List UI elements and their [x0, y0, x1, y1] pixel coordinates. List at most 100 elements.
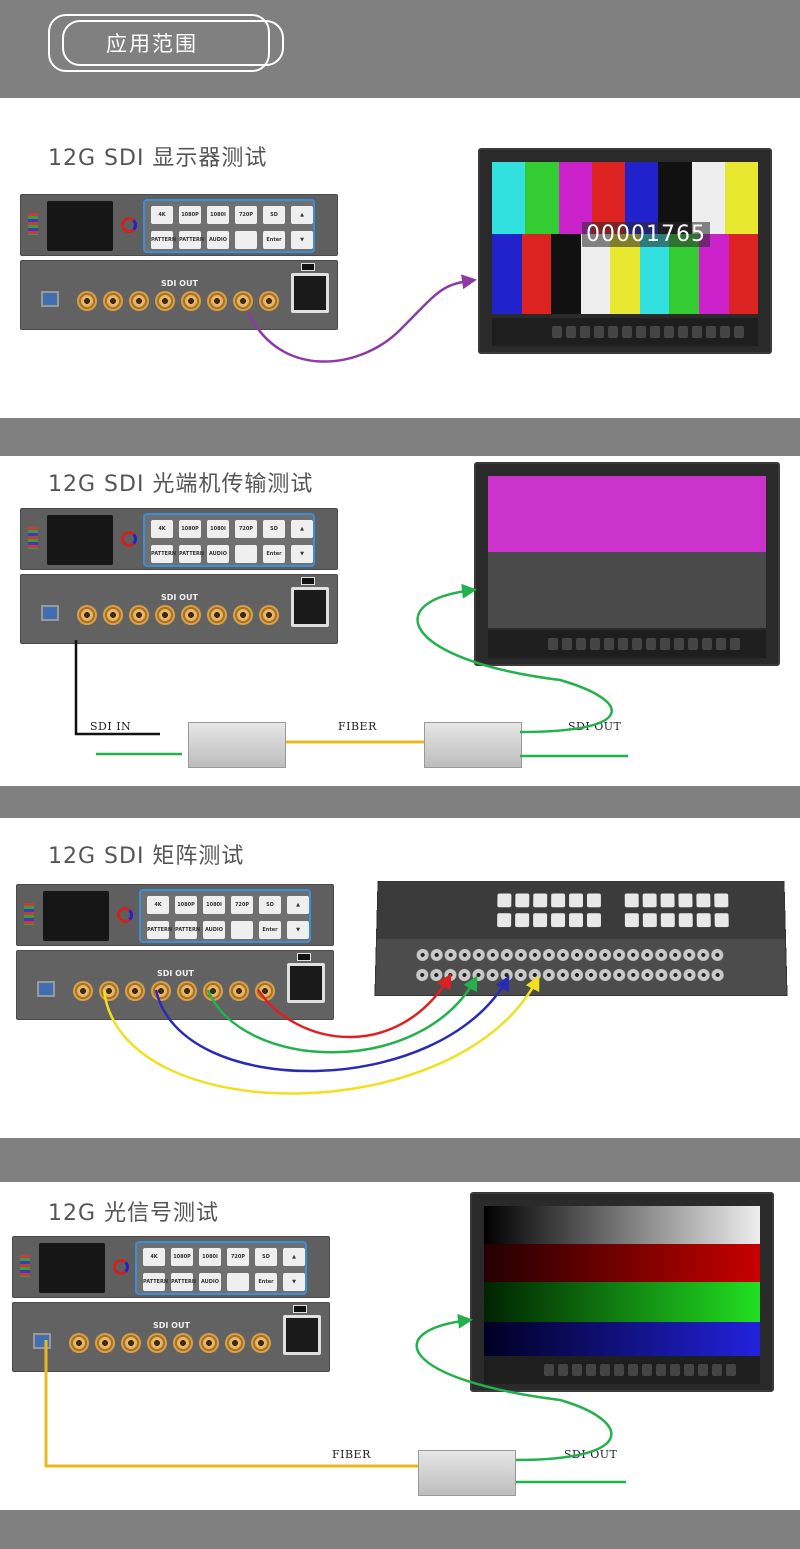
key-arrow[interactable]: ▼	[283, 1273, 305, 1291]
bnc-connector	[73, 981, 93, 1001]
key-720p[interactable]: 720P	[231, 896, 253, 914]
key-1080i[interactable]: 1080I	[207, 520, 229, 538]
monitor-button	[590, 638, 600, 650]
key-pattern[interactable]: PATTERN	[179, 231, 204, 249]
matrix-bnc-connector	[613, 968, 626, 982]
monitor-button	[650, 326, 660, 338]
key-1080i[interactable]: 1080I	[207, 206, 229, 224]
key-pattern[interactable]: PATTERN	[179, 545, 204, 563]
monitor-button	[594, 326, 604, 338]
key-arrow[interactable]: ▼	[287, 921, 309, 939]
matrix-bnc-connector	[514, 948, 527, 961]
bnc-connector	[259, 291, 279, 311]
separator-band-3	[0, 1138, 800, 1182]
monitor-button	[692, 326, 702, 338]
monitor-button	[688, 638, 698, 650]
matrix-key	[624, 913, 639, 928]
monitor-button	[670, 1364, 680, 1376]
key-pattern[interactable]: PATTERN	[143, 1273, 168, 1291]
key-arrow[interactable]: ▲	[291, 520, 313, 538]
bnc-connector	[225, 1333, 245, 1353]
key-arrow[interactable]: ▲	[287, 896, 309, 914]
key-4k[interactable]: 4K	[143, 1248, 165, 1266]
key-pattern[interactable]: PATTERN	[151, 545, 176, 563]
key-720p[interactable]: 720P	[235, 520, 257, 538]
key-pattern[interactable]: PATTERN	[147, 921, 172, 939]
key-4k[interactable]: 4K	[151, 520, 173, 538]
key-1080p[interactable]: 1080P	[179, 206, 201, 224]
monitor-button	[552, 326, 562, 338]
key-1080p[interactable]: 1080P	[171, 1248, 193, 1266]
fiber-transmitter-box	[188, 722, 286, 768]
key-4k[interactable]: 4K	[147, 896, 169, 914]
key-blank[interactable]	[231, 921, 253, 939]
key-blank[interactable]	[235, 545, 257, 563]
key-720p[interactable]: 720P	[235, 206, 257, 224]
monitor-3-control-panel	[484, 1356, 760, 1384]
key-blank[interactable]	[227, 1273, 249, 1291]
monitor-2	[474, 462, 780, 666]
key-audio[interactable]: AUDIO	[203, 921, 225, 939]
monitor-1-screen: 00001765	[492, 162, 758, 314]
key-enter[interactable]: Enter	[259, 921, 281, 939]
sdi-out-label-2: SDI OUT	[568, 720, 622, 733]
monitor-button	[656, 1364, 666, 1376]
monitor-button	[572, 1364, 582, 1376]
key-enter[interactable]: Enter	[263, 231, 285, 249]
matrix-key	[497, 913, 512, 928]
sdi-out-port-label: SDI OUT	[153, 1321, 190, 1330]
matrix-key	[660, 893, 675, 908]
key-sd[interactable]: SD	[263, 520, 285, 538]
key-1080p[interactable]: 1080P	[175, 896, 197, 914]
key-720p[interactable]: 720P	[227, 1248, 249, 1266]
monitor-button	[628, 1364, 638, 1376]
matrix-key	[696, 913, 711, 928]
matrix-bnc-connector	[500, 968, 513, 982]
key-sd[interactable]: SD	[263, 206, 285, 224]
key-arrow[interactable]: ▲	[283, 1248, 305, 1266]
key-pattern[interactable]: PATTERN	[171, 1273, 196, 1291]
matrix-bnc-connector	[458, 948, 471, 961]
matrix-key	[533, 893, 548, 908]
key-pattern[interactable]: PATTERN	[151, 231, 176, 249]
key-4k[interactable]: 4K	[151, 206, 173, 224]
key-audio[interactable]: AUDIO	[207, 231, 229, 249]
key-sd[interactable]: SD	[255, 1248, 277, 1266]
key-1080i[interactable]: 1080I	[199, 1248, 221, 1266]
monitor-button	[608, 326, 618, 338]
separator-band-2	[0, 786, 800, 818]
bnc-connector	[129, 605, 149, 625]
key-arrow[interactable]: ▲	[291, 206, 313, 224]
matrix-bnc-connector	[556, 948, 569, 961]
monitor-button	[632, 638, 642, 650]
matrix-key	[660, 913, 675, 928]
monitor-button	[706, 326, 716, 338]
key-arrow[interactable]: ▼	[291, 231, 313, 249]
matrix-bnc-connector	[669, 948, 682, 961]
matrix-bnc-connector	[458, 968, 471, 982]
power-switch	[293, 1305, 307, 1313]
matrix-key	[586, 913, 601, 928]
key-enter[interactable]: Enter	[255, 1273, 277, 1291]
key-audio[interactable]: AUDIO	[207, 545, 229, 563]
key-sd[interactable]: SD	[259, 896, 281, 914]
bnc-connector	[121, 1333, 141, 1353]
monitor-button	[716, 638, 726, 650]
matrix-bnc-connector	[444, 968, 457, 982]
key-1080p[interactable]: 1080P	[179, 520, 201, 538]
generator-rear-panel: SDI OUT	[12, 1302, 330, 1372]
key-audio[interactable]: AUDIO	[199, 1273, 221, 1291]
monitor-2-screen	[488, 476, 766, 628]
key-1080i[interactable]: 1080I	[203, 896, 225, 914]
key-pattern[interactable]: PATTERN	[175, 921, 200, 939]
bnc-connector	[129, 291, 149, 311]
separator-band-4	[0, 1510, 800, 1549]
key-arrow[interactable]: ▼	[291, 545, 313, 563]
key-enter[interactable]: Enter	[263, 545, 285, 563]
sdi-in-label: SDI IN	[90, 720, 132, 733]
key-blank[interactable]	[235, 231, 257, 249]
matrix-bnc-connector	[486, 948, 499, 961]
